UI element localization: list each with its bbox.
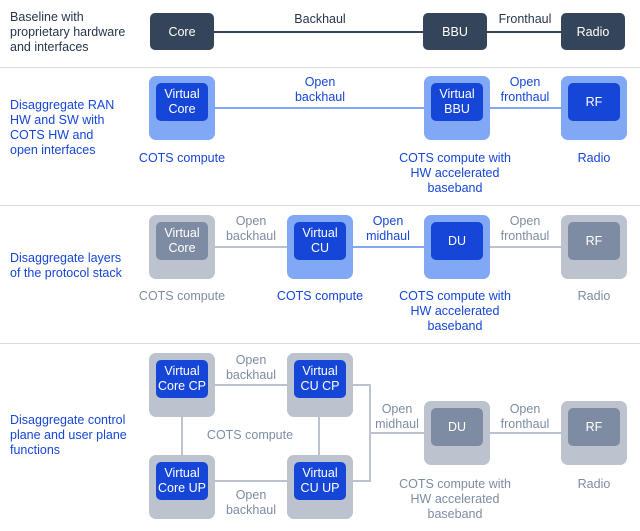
core-cp-core-up-line xyxy=(181,416,183,456)
virtual-core-tile: Virtual Core xyxy=(149,215,215,279)
core-up-box: Virtual Core UP xyxy=(156,462,208,500)
backhaul-label: Backhaul xyxy=(294,12,346,26)
rf-box: RF xyxy=(568,83,620,121)
rf-tile: RF xyxy=(561,76,627,140)
virtual-cu-box: Virtual CU xyxy=(294,222,346,260)
open-fronthaul-line xyxy=(488,107,562,109)
cu-up-tile: Virtual CU UP xyxy=(287,455,353,519)
core-cp-box: Virtual Core CP xyxy=(156,360,208,398)
du-box: DU xyxy=(431,408,483,446)
rf-tile: RF xyxy=(561,401,627,465)
radio-label: Radio xyxy=(576,24,610,39)
cots-compute-label: COTS compute xyxy=(276,289,364,303)
backhaul-line xyxy=(214,31,424,33)
core-box: Core xyxy=(150,13,214,50)
cots-compute-hw-label: COTS compute with HW accelerated baseban… xyxy=(399,151,511,195)
open-backhaul-line xyxy=(214,107,424,109)
du-tile: DU xyxy=(424,215,490,279)
row-label-baseline: Baseline with proprietary hardware and i… xyxy=(10,10,126,54)
open-midhaul-label: Open midhaul xyxy=(375,402,419,431)
row-label-disaggregate-layers: Disaggregate layers of the protocol stac… xyxy=(10,251,122,280)
cu-cp-box: Virtual CU CP xyxy=(294,360,346,398)
core-label: Core xyxy=(168,24,196,39)
open-fronthaul-label: Open fronthaul xyxy=(500,75,550,104)
core-cp-tile: Virtual Core CP xyxy=(149,353,215,417)
open-fronthaul-line xyxy=(488,432,562,434)
open-midhaul-line xyxy=(370,432,426,434)
cots-compute-hw-label: COTS compute with HW accelerated baseban… xyxy=(399,289,511,333)
rf-box: RF xyxy=(568,222,620,260)
midhaul-cp-branch xyxy=(352,384,370,386)
open-fronthaul-line xyxy=(488,246,562,248)
fronthaul-label: Fronthaul xyxy=(498,12,552,26)
open-fronthaul-label: Open fronthaul xyxy=(500,214,550,243)
divider xyxy=(0,67,640,68)
cots-compute-label: COTS compute xyxy=(206,428,294,442)
du-box: DU xyxy=(431,222,483,260)
cu-cp-cu-up-line xyxy=(318,416,320,456)
core-cp-cu-cp-line xyxy=(214,384,288,386)
bbu-box: BBU xyxy=(423,13,487,50)
virtual-core-box: Virtual Core xyxy=(156,222,208,260)
radio-label: Radio xyxy=(577,477,611,491)
du-tile: DU xyxy=(424,401,490,465)
cots-compute-hw-label: COTS compute with HW accelerated baseban… xyxy=(399,477,511,521)
cu-cp-tile: Virtual CU CP xyxy=(287,353,353,417)
core-up-tile: Virtual Core UP xyxy=(149,455,215,519)
rf-tile: RF xyxy=(561,215,627,279)
divider xyxy=(0,343,640,344)
open-midhaul-label: Open midhaul xyxy=(366,214,410,243)
open-backhaul-label: Open backhaul xyxy=(225,353,277,382)
bbu-label: BBU xyxy=(442,24,468,39)
midhaul-up-branch xyxy=(352,480,370,482)
cu-up-box: Virtual CU UP xyxy=(294,462,346,500)
cots-compute-label: COTS compute xyxy=(138,289,226,303)
open-backhaul-line xyxy=(214,246,288,248)
radio-label: Radio xyxy=(577,151,611,165)
virtual-bbu-tile: Virtual BBU xyxy=(424,76,490,140)
open-backhaul-label: Open backhaul xyxy=(225,488,277,517)
open-midhaul-line xyxy=(350,246,426,248)
divider xyxy=(0,205,640,206)
radio-label: Radio xyxy=(577,289,611,303)
virtual-bbu-box: Virtual BBU xyxy=(431,83,483,121)
rf-box: RF xyxy=(568,408,620,446)
open-backhaul-label: Open backhaul xyxy=(225,214,277,243)
row-label-disaggregate-cp-up: Disaggregate control plane and user plan… xyxy=(10,413,127,457)
open-backhaul-label: Open backhaul xyxy=(294,75,346,104)
open-fronthaul-label: Open fronthaul xyxy=(500,402,550,431)
virtual-core-tile: Virtual Core xyxy=(149,76,215,140)
virtual-core-box: Virtual Core xyxy=(156,83,208,121)
cots-compute-label: COTS compute xyxy=(138,151,226,165)
radio-box: Radio xyxy=(561,13,625,50)
core-up-cu-up-line xyxy=(214,480,288,482)
row-label-disaggregate-ran: Disaggregate RAN HW and SW with COTS HW … xyxy=(10,98,115,157)
virtual-cu-tile: Virtual CU xyxy=(287,215,353,279)
fronthaul-line xyxy=(470,31,562,33)
